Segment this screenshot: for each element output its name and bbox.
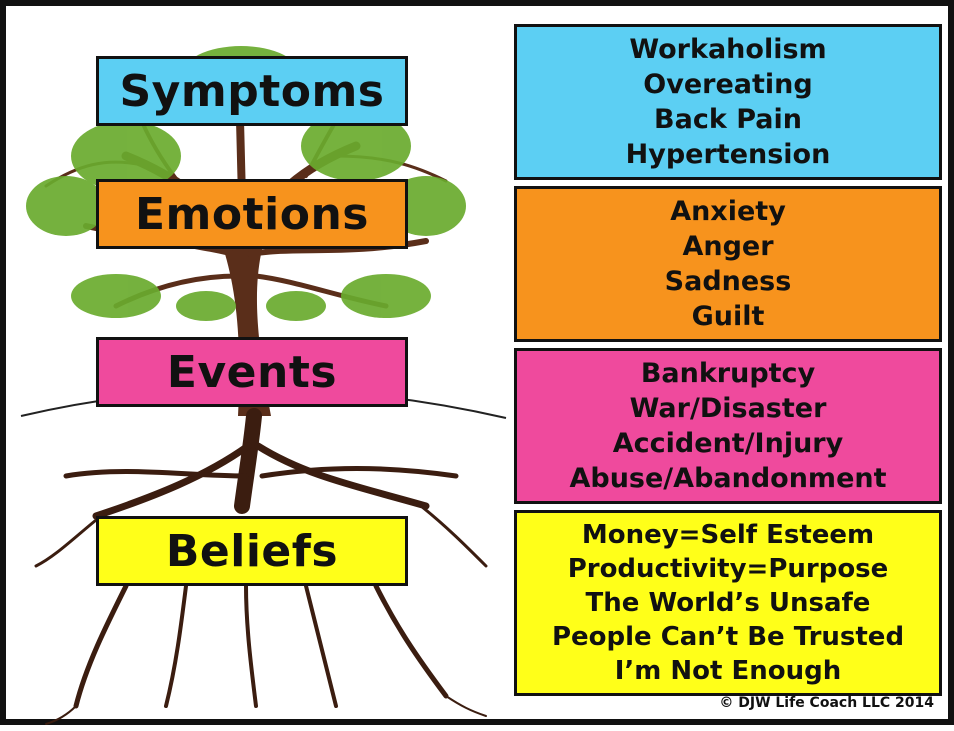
beliefs-item: People Can’t Be Trusted [551,622,905,652]
label-emotions-text: Emotions [135,188,369,240]
emotions-item: Guilt [691,301,765,332]
beliefs-item: The World’s Unsafe [585,588,871,618]
events-card: Bankruptcy War/Disaster Accident/Injury … [514,348,942,504]
label-beliefs-text: Beliefs [165,525,339,577]
symptoms-item: Back Pain [654,104,802,135]
symptoms-item: Overeating [643,69,813,100]
copyright-text: © DJW Life Coach LLC 2014 [719,695,934,711]
events-item: Abuse/Abandonment [569,463,887,494]
label-emotions: Emotions [96,179,408,249]
emotions-item: Anxiety [670,196,786,227]
label-events: Events [96,337,408,407]
symptoms-item: Hypertension [625,139,831,170]
label-beliefs: Beliefs [96,516,408,586]
symptoms-item: Workaholism [629,34,827,65]
symptoms-card: Workaholism Overeating Back Pain Hyperte… [514,24,942,180]
events-item: War/Disaster [629,393,827,424]
label-events-text: Events [166,346,338,398]
beliefs-item: I’m Not Enough [614,656,842,686]
beliefs-item: Money=Self Esteem [581,520,875,550]
tree-roots [34,408,488,725]
emotions-item: Anger [682,231,774,262]
events-item: Bankruptcy [640,358,816,389]
emotions-card: Anxiety Anger Sadness Guilt [514,186,942,342]
label-symptoms-text: Symptoms [119,65,385,117]
label-symptoms: Symptoms [96,56,408,126]
events-item: Accident/Injury [612,428,844,459]
beliefs-card: Money=Self Esteem Productivity=Purpose T… [514,510,942,696]
emotions-item: Sadness [664,266,792,297]
beliefs-item: Productivity=Purpose [567,554,889,584]
